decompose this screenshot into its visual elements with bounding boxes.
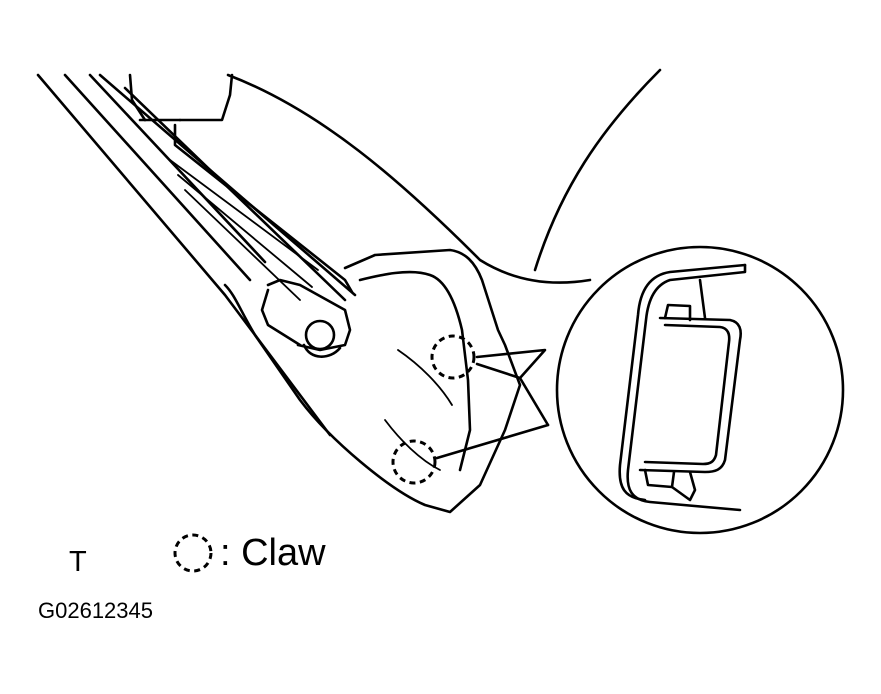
- view-mark-label: T: [69, 546, 87, 578]
- legend: : Claw: [170, 530, 326, 576]
- seat-cushion-outline: [226, 68, 662, 284]
- seat-rail: [36, 73, 357, 437]
- detail-view-circle: [555, 245, 845, 535]
- claw-marker-lower: [391, 439, 437, 485]
- legend-label: : Claw: [220, 532, 326, 574]
- claw-marker-upper: [430, 334, 476, 380]
- claw-detail: [618, 263, 747, 512]
- track-end-cover: [223, 248, 522, 514]
- callout-leader: [435, 348, 550, 460]
- figure-code: G02612345: [38, 598, 153, 623]
- dashed-circle-icon: [173, 533, 213, 573]
